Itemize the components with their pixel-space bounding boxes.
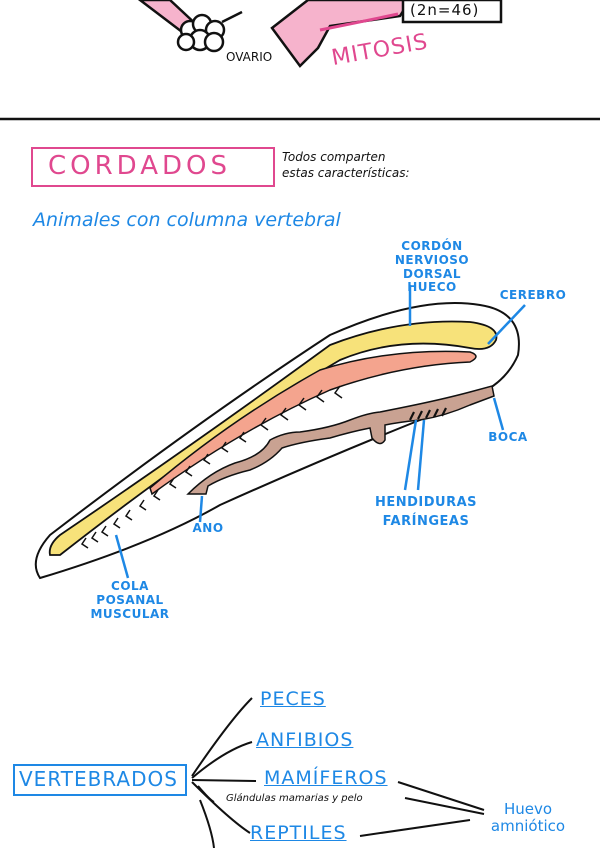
leader-slits-a (403, 419, 418, 491)
leader-brain (487, 304, 526, 345)
egg-note: Huevo amniótico (478, 800, 578, 836)
tree-lines (191, 697, 485, 848)
leader-anus (198, 495, 204, 523)
branch-mamiferos: MAMÍFEROS (264, 767, 388, 789)
cordados-title-box (31, 147, 275, 187)
branch-peces: PECES (260, 688, 326, 710)
egg-note-line-1: Huevo (503, 800, 553, 818)
top-illustration (137, 0, 503, 68)
mammal-note: Glándulas mamarias y pelo (226, 793, 363, 804)
branch-reptiles: REPTILES (250, 822, 347, 844)
label-anus: ANO (192, 521, 224, 535)
label-nerve-cord-line-2: NERVIOSO DORSAL (394, 252, 470, 281)
label-brain: CEREBRO (499, 288, 567, 302)
tree-root: VERTEBRADOS (19, 767, 178, 791)
label-tail-line-1: COLA (111, 579, 149, 593)
label-slits: HENDIDURAS FARÍNGEAS (368, 495, 484, 530)
leader-slits-b (416, 419, 426, 491)
label-tail-line-2: POSANAL (96, 592, 164, 607)
egg-note-line-2: amniótico (490, 817, 566, 836)
pharyngeal-slits (409, 407, 447, 421)
chromosome-label: (2n=46) (410, 1, 480, 19)
note-line-2: estas características: (282, 166, 410, 180)
vertebrados-box (13, 764, 187, 796)
notochord (149, 350, 477, 496)
page-title: CORDADOS (48, 151, 232, 181)
subtitle: Animales con columna vertebral (33, 209, 341, 231)
label-slits-line-2: FARÍNGEAS (382, 513, 470, 529)
divider-line (0, 117, 600, 121)
muscle-segments (80, 385, 343, 549)
leader-mouth (492, 397, 505, 431)
ovary-icon (176, 13, 226, 53)
note-line-1: Todos comparten (282, 150, 386, 164)
label-slits-line-1: HENDIDURAS (374, 495, 478, 510)
ovary-label: OVARIO (226, 50, 273, 64)
label-mouth: BOCA (488, 430, 528, 444)
label-nerve-cord-line-3: HUECO (407, 280, 457, 295)
ligament (221, 10, 243, 24)
label-tail-line-3: MUSCULAR (90, 606, 170, 621)
label-tail: COLA POSANAL MUSCULAR (90, 579, 170, 621)
gut (186, 385, 495, 495)
label-nerve-cord: CORDÓN NERVIOSO DORSAL HUECO (368, 239, 496, 295)
label-nerve-cord-line-1: CORDÓN (401, 239, 463, 253)
leader-tail (114, 534, 130, 579)
chromosome-box (401, 0, 503, 24)
branch-anfibios: ANFIBIOS (256, 729, 354, 751)
